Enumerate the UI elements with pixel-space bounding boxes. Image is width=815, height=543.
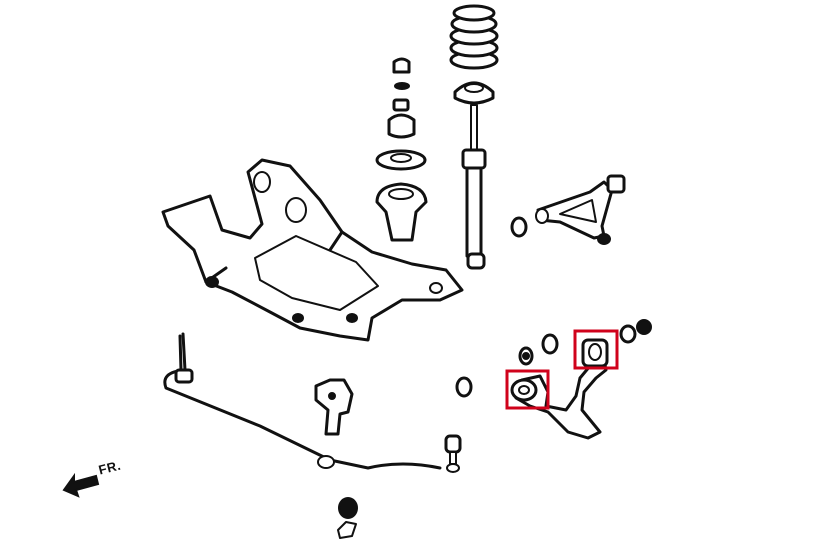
shock-absorber [461, 104, 487, 270]
lower-arm-front-bushing [505, 369, 550, 410]
lower-arm-rear-bushing [573, 329, 619, 370]
stabilizer-bracket [314, 378, 354, 436]
stabilizer-bushing [337, 497, 358, 539]
front-direction-arrow-icon [62, 472, 100, 498]
lower-control-arm [455, 319, 652, 440]
coil-spring [449, 4, 499, 70]
strut-mount-stack [375, 57, 428, 242]
stabilizer-bar [163, 332, 442, 470]
spring-seat [453, 81, 495, 105]
front-subframe [161, 158, 464, 342]
stabilizer-end-link [444, 434, 462, 473]
upper-control-arm [510, 174, 626, 245]
